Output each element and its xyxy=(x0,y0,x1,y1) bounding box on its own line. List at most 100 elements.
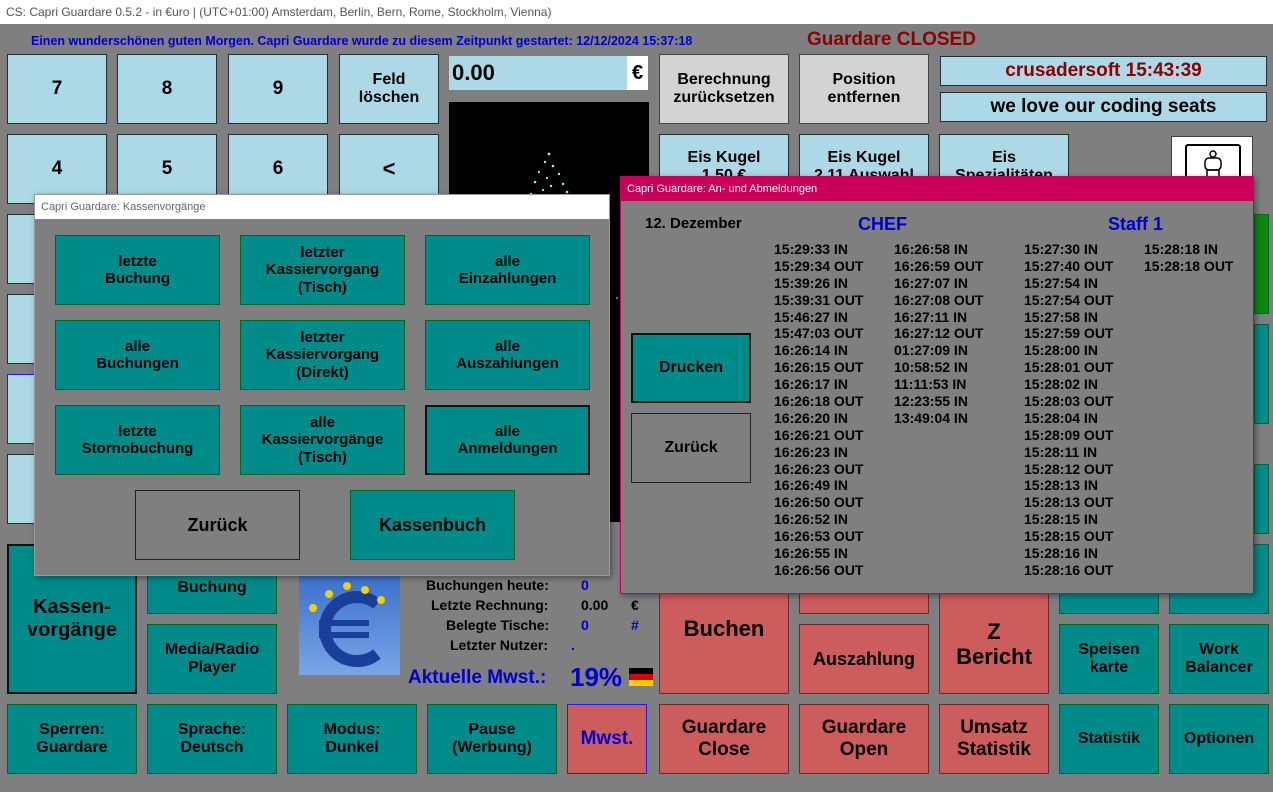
log-entry: 15:28:15 IN xyxy=(1024,511,1098,528)
work-balancer-button[interactable]: Work Balancer xyxy=(1169,624,1269,694)
keypad-key-hidden[interactable] xyxy=(7,294,35,364)
log-entry: 11:11:53 IN xyxy=(894,376,967,393)
drucken-button[interactable]: Drucken xyxy=(631,333,751,403)
dialog-title: Capri Guardare: An- und Abmeldungen xyxy=(621,177,1253,201)
letzte-stornobuchung-button[interactable]: letzte Stornobuchung xyxy=(55,405,220,475)
guardare-open-button[interactable]: Guardare Open xyxy=(799,704,929,774)
log-entry: 16:27:08 OUT xyxy=(894,291,984,308)
sperren-button[interactable]: Sperren: Guardare xyxy=(7,704,137,774)
side-button-teal[interactable] xyxy=(1254,324,1269,424)
log-entry: 15:29:34 OUT xyxy=(774,257,864,274)
log-entry: 10:58:52 IN xyxy=(894,359,968,376)
amount-display: 0.00 xyxy=(449,56,627,90)
slogan-display: we love our coding seats xyxy=(940,92,1267,122)
log-entry: 15:28:18 IN xyxy=(1144,241,1218,257)
alle-auszahlungen-button[interactable]: alle Auszahlungen xyxy=(425,320,590,390)
key-6[interactable]: 6 xyxy=(228,134,328,204)
log-entry: 13:49:04 IN xyxy=(894,409,968,426)
alle-kassiervorgaenge-tisch-button[interactable]: alle Kassiervorgänge (Tisch) xyxy=(240,405,405,475)
statistik-button[interactable]: Statistik xyxy=(1059,704,1159,774)
alle-einzahlungen-button[interactable]: alle Einzahlungen xyxy=(425,235,590,305)
german-flag-icon xyxy=(629,668,653,686)
stat-tables-unit: # xyxy=(631,617,639,633)
media-player-button[interactable]: Media/Radio Player xyxy=(147,624,277,694)
modus-button[interactable]: Modus: Dunkel xyxy=(287,704,417,774)
key-5[interactable]: 5 xyxy=(117,134,217,204)
log-entry: 15:28:12 OUT xyxy=(1024,460,1114,477)
kassenbuch-button[interactable]: Kassenbuch xyxy=(350,490,515,560)
anmeld-zurueck-button[interactable]: Zurück xyxy=(631,413,751,483)
log-entry: 15:28:15 OUT xyxy=(1024,528,1114,545)
log-entry: 16:26:18 OUT xyxy=(774,393,864,410)
log-entry: 16:27:07 IN xyxy=(894,274,968,291)
letzter-kassiervorgang-direkt-button[interactable]: letzter Kassiervorgang (Direkt) xyxy=(240,320,405,390)
log-entry: 01:27:09 IN xyxy=(894,342,968,359)
log-entry: 15:27:30 IN xyxy=(1024,241,1098,257)
log-entry: 15:28:03 OUT xyxy=(1024,393,1114,410)
vat-label: Aktuelle Mwst.: xyxy=(408,667,547,688)
keypad-key-hidden[interactable] xyxy=(7,454,35,524)
log-entry: 16:26:53 OUT xyxy=(774,528,864,545)
vat-value: 19% xyxy=(570,662,623,692)
keypad-key-hidden[interactable] xyxy=(7,214,35,284)
stat-bookings-value: 0 xyxy=(581,577,589,593)
auszahlung-button[interactable]: Auszahlung xyxy=(799,624,929,694)
remove-position-button[interactable]: Position entfernen xyxy=(799,54,929,124)
log-entry: 15:28:09 OUT xyxy=(1024,426,1114,443)
side-button-green[interactable] xyxy=(1254,214,1269,314)
key-7[interactable]: 7 xyxy=(7,54,107,124)
log-entry: 16:26:21 OUT xyxy=(774,426,864,443)
log-entry: 15:28:00 IN xyxy=(1024,342,1098,359)
letzter-kassiervorgang-tisch-button[interactable]: letzter Kassiervorgang (Tisch) xyxy=(240,235,405,305)
log-entry: 15:28:02 IN xyxy=(1024,376,1098,393)
log-entry: 16:26:15 OUT xyxy=(774,359,864,376)
user-staff1-header: Staff 1 xyxy=(1108,214,1164,234)
stat-last-invoice-value: 0.00 xyxy=(581,597,609,613)
log-entry: 15:27:40 OUT xyxy=(1024,257,1114,274)
stat-last-invoice-label: Letzte Rechnung: xyxy=(431,597,549,613)
optionen-button[interactable]: Optionen xyxy=(1169,704,1269,774)
log-entry: 16:26:50 OUT xyxy=(774,494,864,511)
side-button-teal[interactable] xyxy=(1254,464,1269,534)
log-entry: 16:26:56 OUT xyxy=(774,561,864,578)
clear-field-button[interactable]: Feld löschen xyxy=(339,54,439,124)
stat-bookings-label: Buchungen heute: xyxy=(426,577,549,593)
alle-buchungen-button[interactable]: alle Buchungen xyxy=(55,320,220,390)
alle-anmeldungen-button[interactable]: alle Anmeldungen xyxy=(425,405,590,475)
sprache-button[interactable]: Sprache: Deutsch xyxy=(147,704,277,774)
currency-symbol: € xyxy=(627,56,648,90)
backspace-button[interactable]: < xyxy=(339,134,439,204)
letzte-buchung-button[interactable]: letzte Buchung xyxy=(55,235,220,305)
log-entry: 15:46:27 IN xyxy=(774,308,848,325)
key-9[interactable]: 9 xyxy=(228,54,328,124)
log-entry: 15:28:16 OUT xyxy=(1024,561,1114,578)
log-entry: 15:29:33 IN xyxy=(774,241,848,257)
clock-display: crusadersoft 15:43:39 xyxy=(940,56,1267,86)
log-entry: 16:26:20 IN xyxy=(774,409,848,426)
guardare-close-button[interactable]: Guardare Close xyxy=(659,704,789,774)
log-entry: 15:39:31 OUT xyxy=(774,291,864,308)
log-entry: 16:26:23 IN xyxy=(774,443,848,460)
reset-calculation-button[interactable]: Berechnung zurücksetzen xyxy=(659,54,789,124)
log-date: 12. Dezember xyxy=(645,215,742,232)
speisekarte-button[interactable]: Speisen karte xyxy=(1059,624,1159,694)
log-entry: 16:26:49 IN xyxy=(774,477,848,494)
keypad-key-hidden[interactable] xyxy=(7,374,35,444)
log-entry: 16:27:12 OUT xyxy=(894,325,984,342)
anmeldungen-dialog: Capri Guardare: An- und Abmeldungen 12. … xyxy=(620,176,1254,594)
log-entry: 16:26:59 OUT xyxy=(894,257,984,274)
log-entry: 15:27:58 IN xyxy=(1024,308,1098,325)
log-entry: 15:27:54 IN xyxy=(1024,274,1098,291)
key-8[interactable]: 8 xyxy=(117,54,217,124)
pause-button[interactable]: Pause (Werbung) xyxy=(427,704,557,774)
kassen-zurueck-button[interactable]: Zurück xyxy=(135,490,300,560)
log-entry: 15:28:13 OUT xyxy=(1024,494,1114,511)
key-4[interactable]: 4 xyxy=(7,134,107,204)
umsatz-statistik-button[interactable]: Umsatz Statistik xyxy=(939,704,1049,774)
mwst-button[interactable]: Mwst. xyxy=(567,704,647,774)
log-entry: 16:26:58 IN xyxy=(894,241,968,257)
